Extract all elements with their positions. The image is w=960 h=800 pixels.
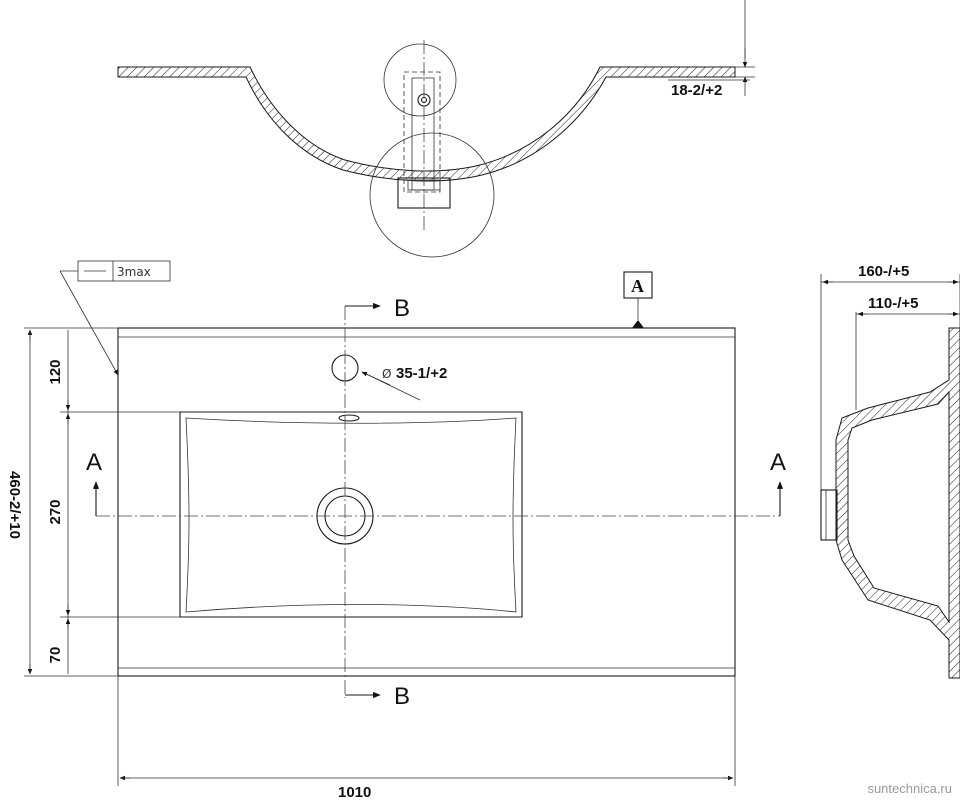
watermark: suntechnica.ru [867, 781, 952, 796]
basin-bowl-outline [179, 411, 523, 618]
drain-hidden-outline [403, 71, 441, 193]
section-a-left-label: A [86, 449, 102, 476]
side-section-view: 160-/+5 110-/+5 [820, 263, 960, 679]
section-b-bottom-label: B [394, 683, 410, 710]
dim-70-label: 70 [47, 647, 64, 664]
section-b-top-label: B [394, 295, 410, 322]
side-section-profile [835, 327, 960, 679]
overflow-ring [417, 93, 431, 107]
dim-120-label: 120 [47, 359, 64, 384]
tap-hole-dimension: 35-1/+2 [396, 365, 447, 382]
thickness-dimension-label: 18-2/+2 [671, 82, 722, 99]
diameter-symbol: Ø [382, 367, 391, 381]
datum-label: A [631, 276, 644, 296]
detail-circle-lower [369, 132, 495, 258]
basin-section-profile [117, 66, 736, 182]
width-dimension-label: 1010 [338, 784, 371, 800]
dim-110-label: 110-/+5 [868, 295, 918, 312]
plan-view: 3max A 35-1/+2 Ø B B [6, 260, 786, 800]
overall-depth-label: 460-2/+10 [6, 471, 23, 539]
countertop-outline [117, 327, 736, 677]
drain-outlet-inner [407, 179, 441, 191]
dim-160-label: 160-/+5 [858, 263, 909, 280]
drain-outlet-block [397, 177, 451, 209]
drain-section-stub [820, 489, 838, 541]
overflow-ring-inner [420, 96, 428, 104]
overflow-slot [338, 414, 360, 422]
detail-circle-upper [383, 43, 457, 117]
section-a-right-label: A [770, 449, 786, 476]
basin-bowl-inner [185, 417, 517, 613]
flatness-tolerance-label: 3max [117, 265, 151, 279]
top-section-view: 18-2/+2 [117, 0, 755, 258]
dim-270-label: 270 [47, 499, 64, 524]
